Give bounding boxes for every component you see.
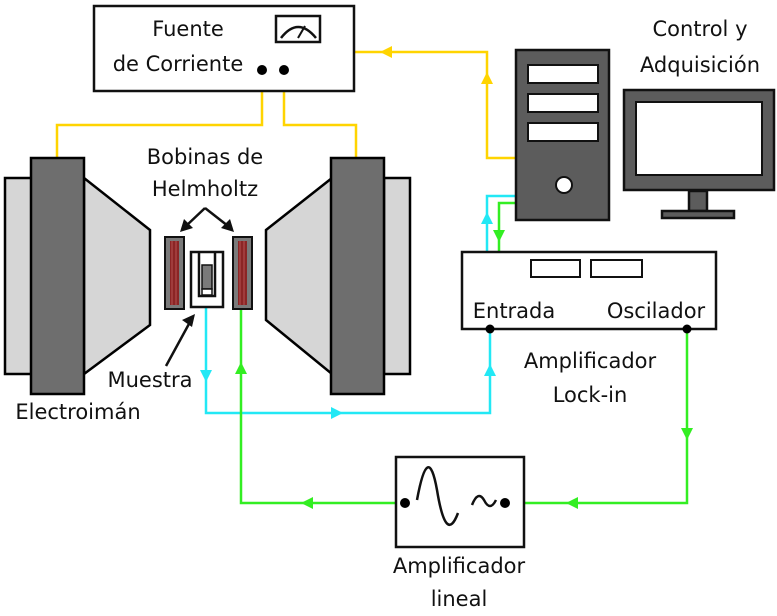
desktop-tower-icon: [514, 48, 611, 222]
control-label-1: Control y: [652, 17, 747, 41]
helmholtz-coil-left: [164, 236, 185, 310]
sample-label: Muestra: [107, 368, 192, 392]
signal-wires: [200, 194, 520, 419]
analog-meter-icon: [274, 14, 322, 44]
sample: [201, 264, 213, 290]
helmholtz-pointer-arrows: [180, 207, 234, 232]
arrow-left-icon: [380, 46, 392, 58]
sample-holder: [189, 250, 225, 309]
lockin-label-2: Lock-in: [553, 383, 628, 407]
arrow-down-icon: [493, 230, 505, 242]
arrow-down-icon: [681, 428, 693, 440]
wire-pc-to-supply: [354, 50, 520, 160]
linear-amp-label-2: lineal: [431, 587, 488, 611]
arrow-left-icon: [301, 497, 313, 509]
arrow-left-icon: [566, 497, 578, 509]
monitor-icon: [622, 88, 776, 220]
reference-wires: [235, 201, 693, 509]
wire-supply-to-left-magnet: [55, 72, 264, 158]
linear-amp-output-terminal: [400, 498, 410, 508]
wire-lockin-to-pc: [485, 194, 520, 251]
arrow-down-icon: [200, 370, 212, 382]
linear-amp-label-1: Amplificador: [393, 554, 526, 578]
lockin-oscillator-terminal: [682, 324, 692, 334]
sine-wave-icon: [415, 466, 498, 526]
linear-amp-input-terminal: [500, 498, 510, 508]
power-supply-label-1: Fuente: [152, 17, 224, 41]
arrow-up-icon: [235, 362, 247, 374]
linear-amplifier: [394, 455, 526, 549]
electromagnet-right: [264, 156, 412, 396]
wire-supply-to-right-magnet: [282, 72, 358, 158]
helmholtz-label-2: Helmholtz: [152, 177, 258, 201]
control-label-2: Adquisición: [640, 53, 760, 77]
supply-terminal-1: [257, 65, 267, 75]
arrow-right-icon: [331, 407, 343, 419]
electromagnet-label: Electroimán: [15, 400, 140, 424]
helmholtz-label-1: Bobinas de: [147, 145, 263, 169]
supply-terminal-2: [279, 65, 289, 75]
lockin-label-1: Amplificador: [524, 349, 657, 373]
electromagnet-left: [3, 156, 152, 396]
lockin-oscillator-label: Oscilador: [607, 299, 706, 323]
current-wires: [55, 46, 520, 160]
lockin-amplifier: Entrada Oscilador: [460, 250, 718, 334]
helmholtz-coil-right: [232, 236, 253, 310]
arrow-up-icon: [481, 212, 493, 224]
lockin-input-label: Entrada: [473, 299, 556, 323]
power-supply: Fuente de Corriente: [92, 4, 356, 93]
arrow-up-icon: [481, 72, 493, 84]
lockin-input-terminal: [485, 324, 495, 334]
power-supply-label-2: de Corriente: [113, 52, 244, 76]
arrow-up-icon: [484, 364, 496, 376]
sample-pointer-arrow: [164, 314, 195, 367]
